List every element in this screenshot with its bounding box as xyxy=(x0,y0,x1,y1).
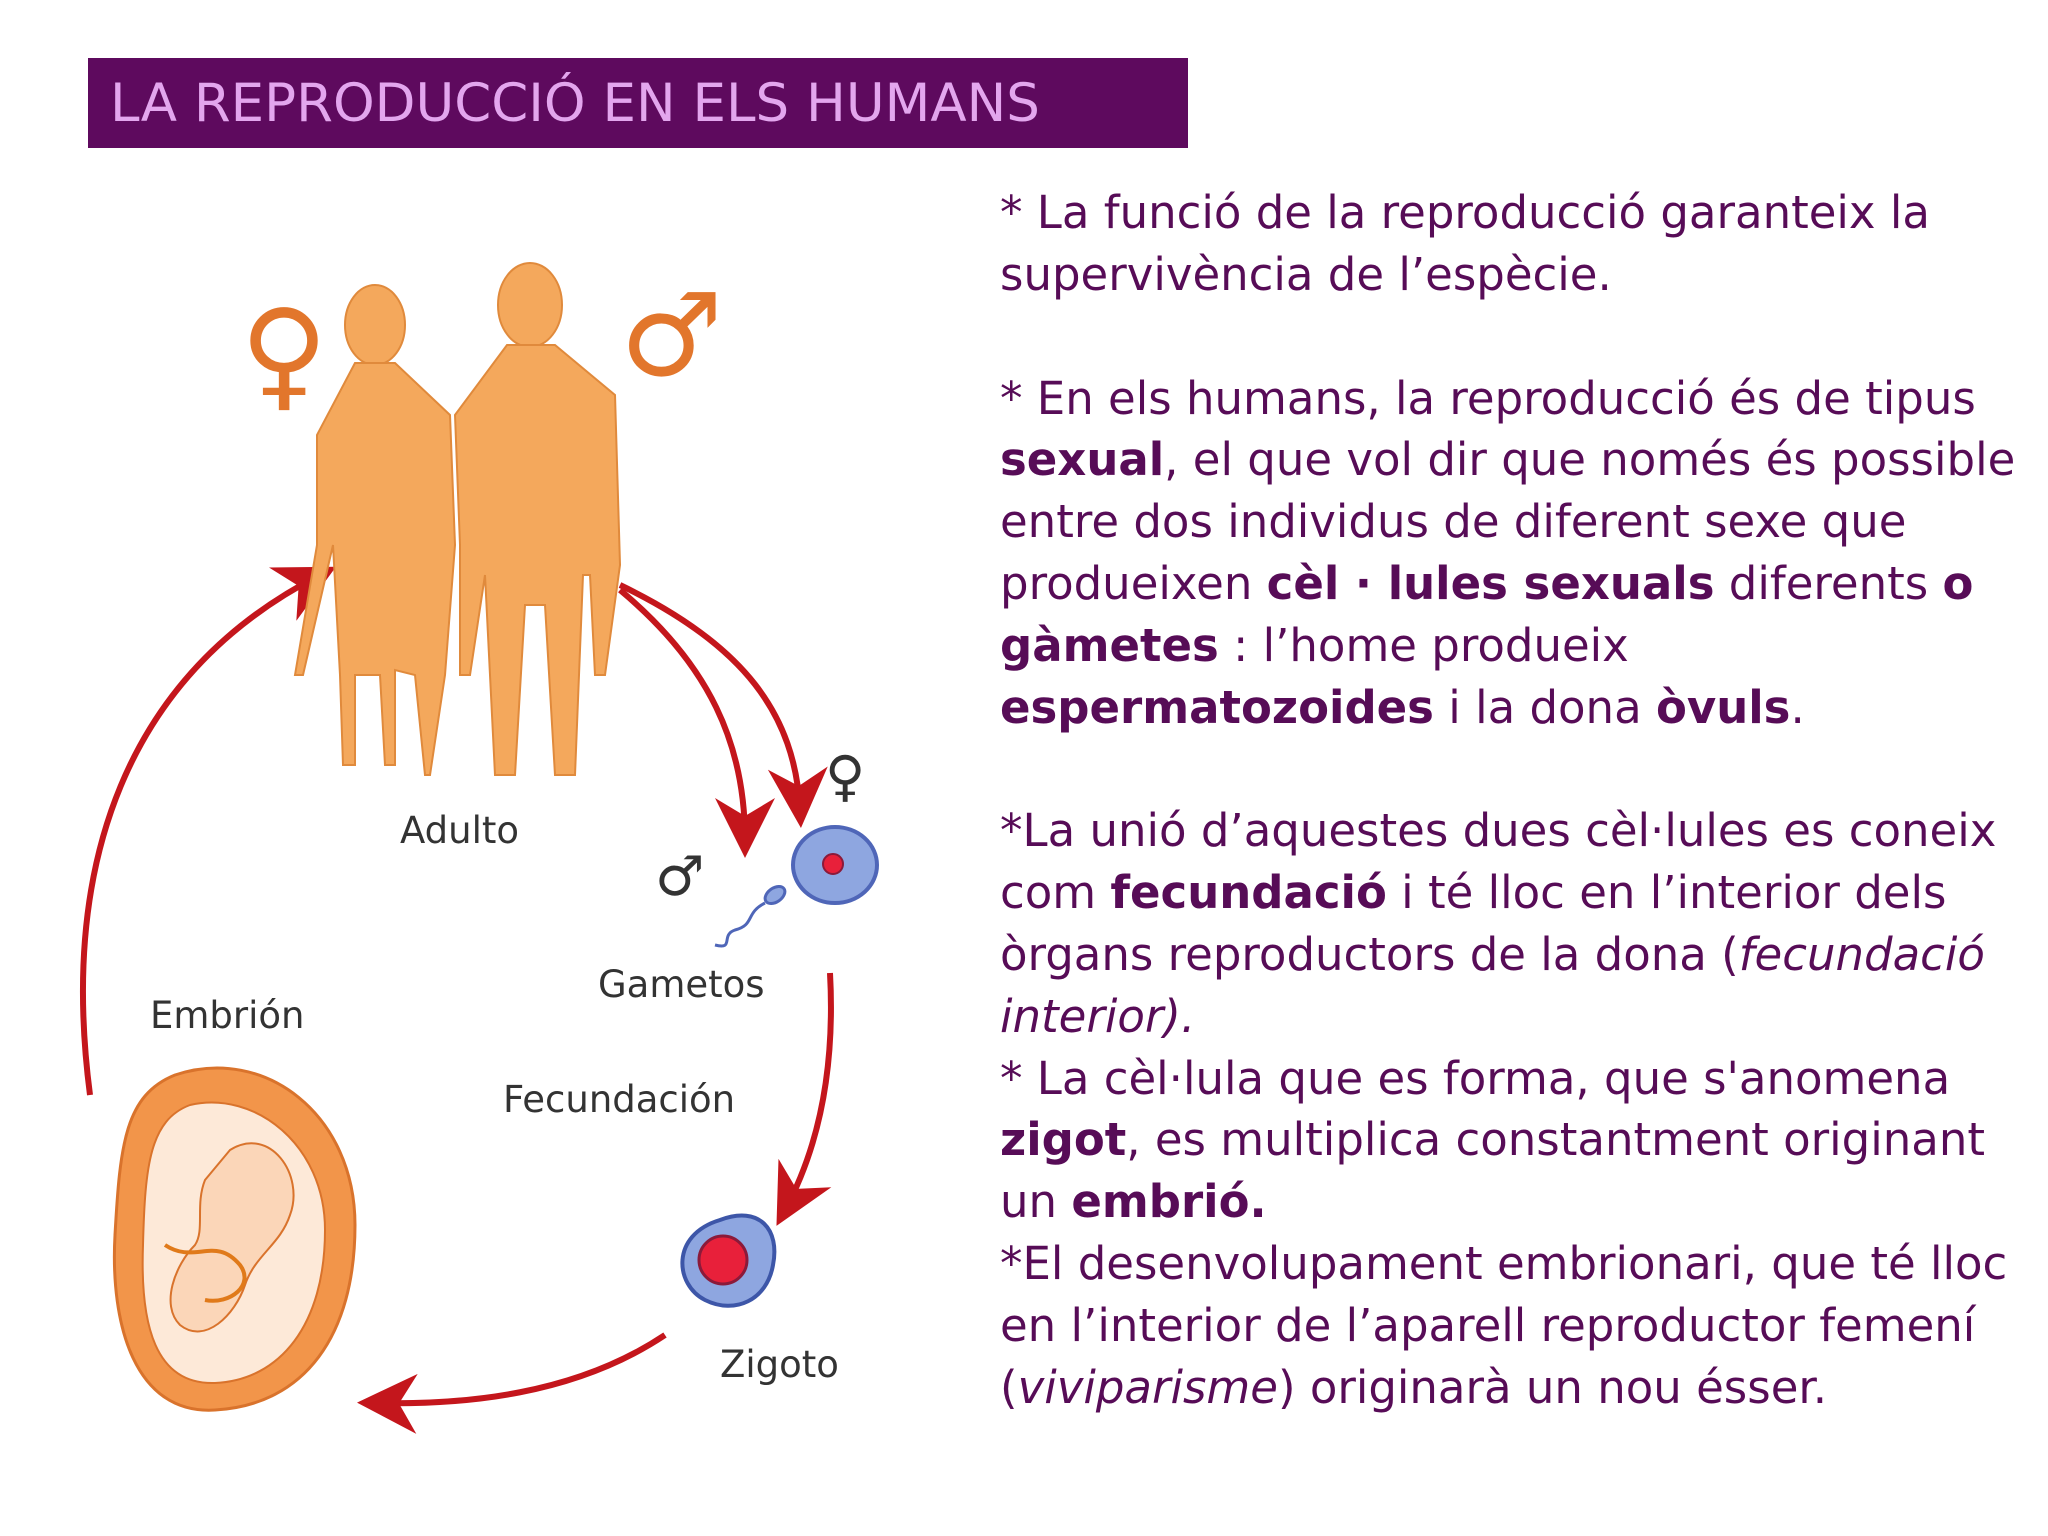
sperm-cell xyxy=(714,884,787,948)
egg-cell xyxy=(791,825,879,905)
male-figure xyxy=(453,262,622,776)
egg-female-symbol-icon: ♀ xyxy=(825,744,865,808)
paragraph-development: *El desenvolupament embrionari, que té l… xyxy=(1000,1236,2008,1414)
paragraph-zygote: * La cèl·lula que es forma, que s'anomen… xyxy=(1000,1051,1985,1229)
page-title: LA REPRODUCCIÓ EN ELS HUMANS xyxy=(110,72,1040,134)
paragraph-fertilization: *La unió d’aquestes dues cèl·lules es co… xyxy=(1000,804,1997,1043)
title-bar: LA REPRODUCCIÓ EN ELS HUMANS xyxy=(88,58,1188,148)
female-symbol-icon: ♀ xyxy=(240,285,328,424)
text-panel: * La funció de la reproducció garanteix … xyxy=(1000,182,2040,1418)
male-symbol-icon: ♂ xyxy=(620,269,723,403)
embryo-figure xyxy=(112,1066,357,1412)
arrow-adult-to-sperm xyxy=(618,587,775,858)
arrow-gametes-to-zygote xyxy=(776,972,834,1226)
label-fertilization: Fecundación xyxy=(503,1078,735,1121)
label-embryo: Embrión xyxy=(150,994,305,1037)
zygote-cell xyxy=(680,1213,777,1308)
arrow-adult-to-egg xyxy=(618,582,828,828)
label-zygote: Zigoto xyxy=(720,1343,839,1386)
sperm-male-symbol-icon: ♂ xyxy=(655,844,704,908)
arrow-zygote-to-embryo xyxy=(357,1332,667,1434)
paragraph-function: * La funció de la reproducció garanteix … xyxy=(1000,186,1930,301)
label-adult: Adulto xyxy=(400,809,519,852)
arrow-embryo-to-adult xyxy=(80,566,337,1096)
label-gametes: Gametos xyxy=(598,963,765,1006)
paragraph-sexual-reproduction: * En els humans, la reproducció és de ti… xyxy=(1000,371,2016,734)
reproduction-cycle-diagram: ♀ ♂ ♀ ♂ Adulto Gametos Fecundación Embri… xyxy=(80,262,879,1434)
female-figure xyxy=(293,284,457,776)
